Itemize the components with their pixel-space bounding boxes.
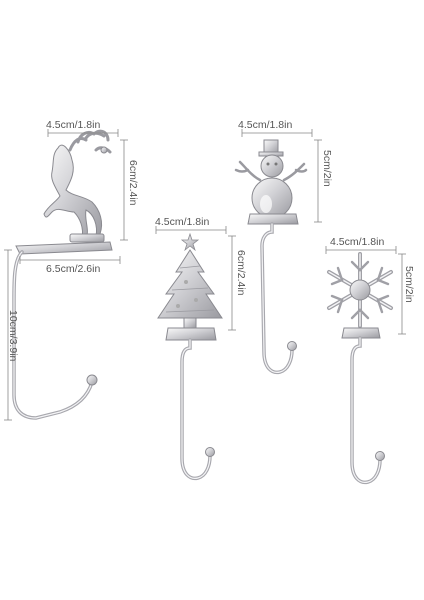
- snowman-dimension-lines: [241, 129, 322, 223]
- reindeer-hook-length-label: 10cm/3.9in: [7, 310, 19, 362]
- tree-height-label: 6cm/2.4in: [235, 250, 247, 296]
- snowman-height-label: 5cm/2in: [321, 150, 333, 187]
- snowflake-hook-icon: [327, 252, 393, 485]
- snowflake-dimension-lines: [325, 246, 406, 335]
- snowflake-width-label: 4.5cm/1.8in: [330, 236, 385, 248]
- reindeer-hook-icon: [12, 129, 113, 420]
- reindeer-width-label: 4.5cm/1.8in: [46, 119, 101, 131]
- tree-width-label: 4.5cm/1.8in: [155, 216, 210, 228]
- reindeer-base-label: 6.5cm/2.6in: [46, 263, 101, 275]
- christmas-tree-hook-icon: [157, 232, 223, 481]
- reindeer-height-label: 6cm/2.4in: [127, 160, 139, 206]
- snowflake-height-label: 5cm/2in: [403, 266, 415, 303]
- snowman-width-label: 4.5cm/1.8in: [238, 119, 293, 131]
- tree-dimension-lines: [155, 226, 236, 331]
- snowman-hook-icon: [234, 139, 308, 375]
- reindeer-dimension-lines: [4, 129, 128, 421]
